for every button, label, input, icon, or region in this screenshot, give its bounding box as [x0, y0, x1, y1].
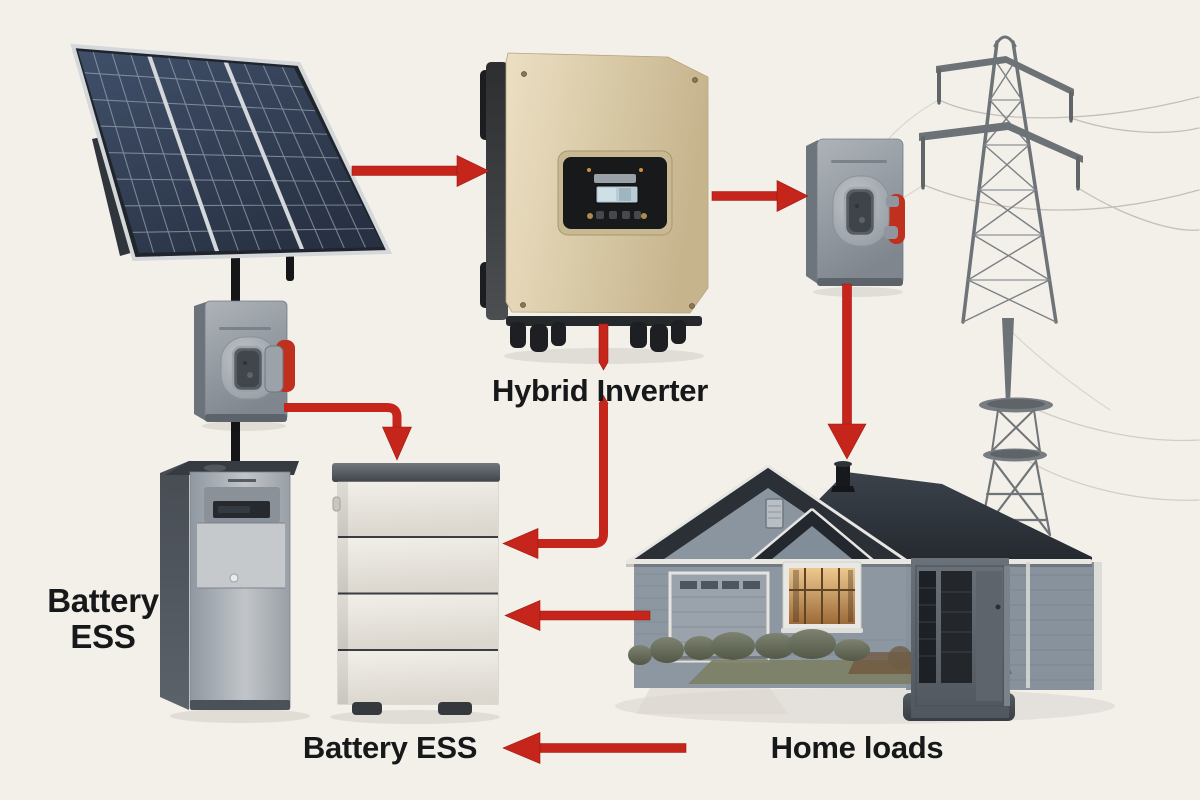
hybrid-inverter [480, 52, 709, 364]
entry-structure [903, 558, 1015, 721]
inverter-connectors [506, 316, 702, 352]
door-handle [995, 604, 1001, 610]
front-window [781, 561, 863, 633]
hybrid-inverter-label: Hybrid Inverter [491, 373, 708, 408]
home-loads-house [615, 461, 1115, 724]
battery-ess-side-label-line2: ESS [70, 618, 136, 656]
battery-ess-cabinet [160, 461, 310, 723]
inverter-display-panel [557, 150, 673, 236]
inverter-buttons [596, 211, 641, 219]
home-loads-label: Home loads [770, 730, 944, 765]
arrow-homeloads-to-batteryess [502, 732, 687, 764]
disconnect-switch-right [806, 138, 905, 297]
arrow-inverter-to-battery [502, 394, 609, 559]
chimney-vent [831, 461, 855, 492]
arrow-inverter-to-disconnect [711, 180, 809, 212]
downspout [1026, 562, 1030, 688]
solar-cell-grid [80, 51, 378, 253]
solar-panel-array [70, 43, 393, 262]
battery-modules [338, 482, 498, 704]
module-handle [332, 496, 341, 512]
screws [520, 71, 698, 309]
gable-vent [765, 498, 784, 529]
arrow-house-to-battery [504, 600, 651, 631]
handle-latch [264, 345, 284, 393]
battery-ess-stack [330, 463, 500, 724]
battery-ess-side-label-line1: Battery [47, 582, 159, 619]
battery-button [229, 573, 239, 583]
bushes [628, 629, 870, 665]
disconnect-switch-left [194, 300, 295, 431]
battery-ess-bottom-label: Battery ESS [302, 730, 478, 765]
arrow-disconnect-to-battery [284, 403, 412, 461]
arrow-inverter-down-upper [598, 323, 609, 371]
arrow-disconnect-to-house [827, 283, 867, 460]
arrow-pv-to-inverter [351, 155, 490, 187]
transmission-tower [864, 35, 1200, 537]
flow-arrows [284, 155, 867, 764]
battery-ess-side-label: Battery ESS [33, 582, 173, 656]
